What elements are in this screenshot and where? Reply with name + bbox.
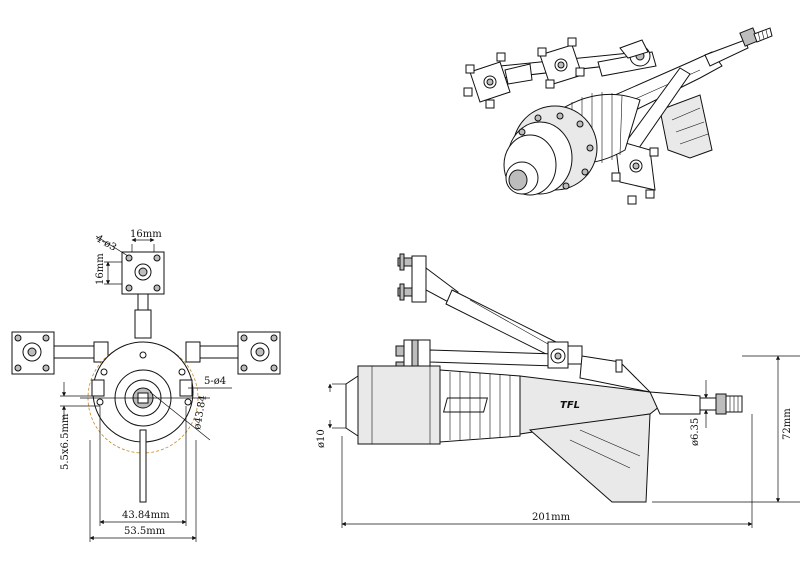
side-lower-arm [429,341,583,369]
iso-bracket-mid [537,37,585,89]
front-left-bracket [11,331,109,375]
iso-bracket-left [463,52,533,109]
iso-drum-housing [503,105,598,196]
side-drum-housing [345,365,441,445]
dim-inner-width: 43.84mm [122,510,170,521]
side-strut-tube [579,355,701,415]
dim-outlet-diameter: ø10 [316,429,327,448]
side-nose-housing: TFL [442,375,661,435]
dim-shaft-diameter: ø6.35 [690,418,701,446]
tfl-logo: TFL [560,400,580,411]
dim-outer-width: 53.5mm [124,526,166,537]
side-output-shaft [699,393,743,415]
dim-bolt-circle: ø43.84 [192,394,209,430]
front-view [11,251,281,503]
front-top-bracket [121,251,165,339]
side-dimensions: 201mm 72mm ø6.35 ø10 [316,355,800,528]
dim-slot: 5.5x6.5mm [60,413,71,470]
iso-rudder-fin [659,94,713,159]
front-flange [80,341,210,503]
side-rudder-fin [528,413,651,503]
dim-overall-length: 201mm [532,512,571,523]
dim-mount-holes: 5-ø4 [204,376,226,387]
side-view: TFL [345,253,743,503]
front-right-bracket [185,331,281,375]
dim-bracket-hole: 4-ø3 [94,233,119,254]
isometric-view [463,27,773,205]
iso-lower-arm [611,67,691,205]
side-bellows [439,369,521,443]
dim-bracket-height: 16mm [95,253,106,285]
iso-output-shaft [704,27,773,67]
dim-bracket-width: 16mm [130,229,162,240]
dim-height: 72mm [782,408,793,440]
